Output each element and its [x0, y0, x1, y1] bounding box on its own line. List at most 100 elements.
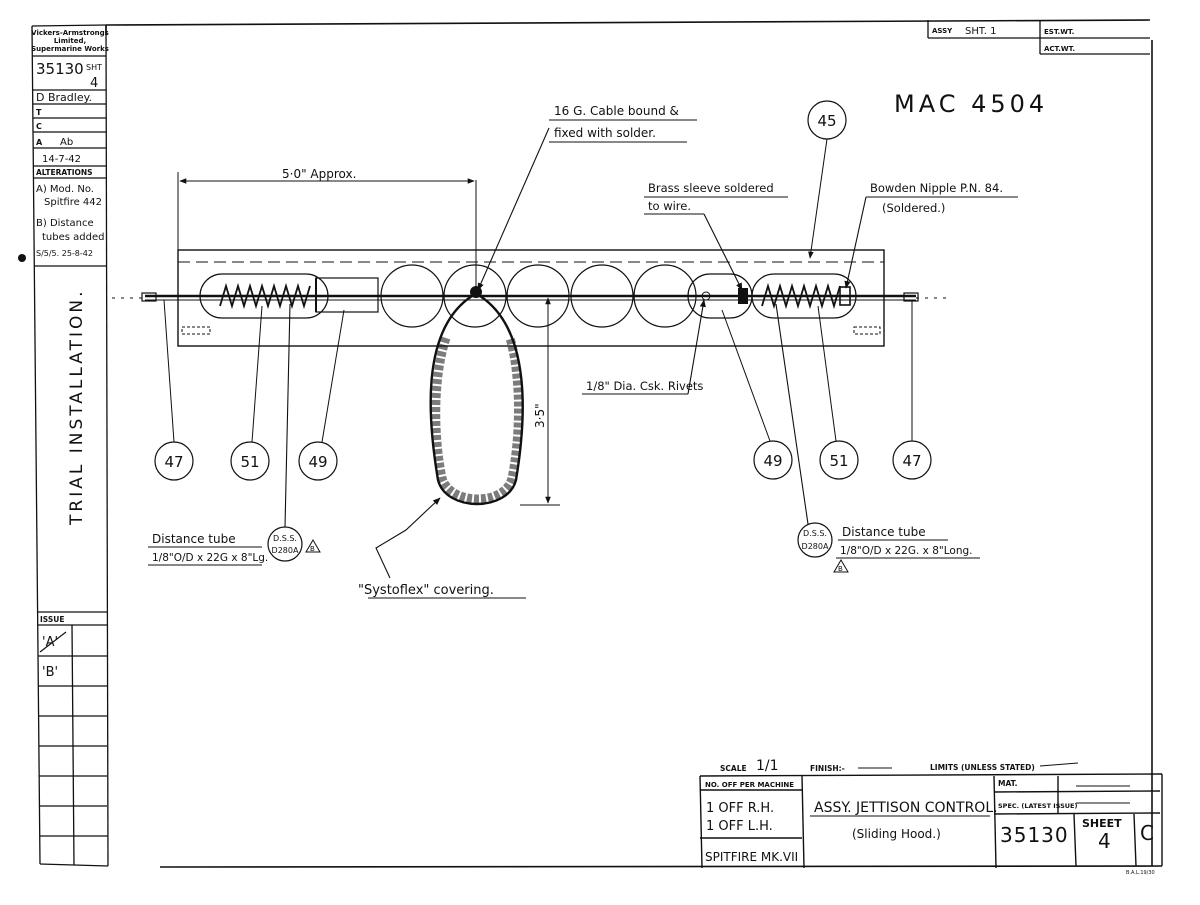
- balloon-47-right-label: 47: [902, 452, 921, 470]
- brass-sleeve: [738, 288, 748, 304]
- rivet-note: 1/8" Dia. Csk. Rivets: [586, 379, 703, 393]
- limits-label: LIMITS (UNLESS STATED): [930, 763, 1035, 772]
- assy-sheet: SHT. 1: [965, 26, 997, 37]
- cable-note-line-2: fixed with solder.: [554, 126, 656, 140]
- alteration-a-line-2: Spitfire 442: [44, 197, 102, 208]
- balloon-51-right: [819, 440, 859, 480]
- dss-left-line-2: D280A: [272, 546, 299, 555]
- print-reference: B.A.L.19/30: [1126, 870, 1155, 876]
- brass-leader: [703, 213, 743, 291]
- assy-label: ASSY: [932, 27, 953, 35]
- firm-line-2: Limited,: [54, 37, 86, 45]
- alteration-a-line-1: A) Mod. No.: [36, 184, 94, 195]
- aircraft-type: SPITFIRE MK.VII: [705, 850, 798, 864]
- bowden-note-line-1: Bowden Nipple P.N. 84.: [870, 181, 1003, 195]
- rivet-right: [853, 326, 881, 335]
- alterations-label: ALTERATIONS: [36, 168, 93, 177]
- drawing-frame: [105, 19, 1163, 868]
- approver-initials: Ab: [60, 137, 73, 148]
- drawing-number: 35130: [1000, 823, 1069, 847]
- rev-mark-right: B: [838, 565, 843, 573]
- dimensions: 5·0" Approx. 3·5": [179, 167, 560, 506]
- tube-left-leader: [284, 303, 291, 528]
- sheet-number: 4: [1098, 829, 1111, 853]
- tube-left-line-2: 1/8"O/D x 22G x 8"Lg.: [152, 552, 268, 564]
- trial-installation-label: TRIAL INSTALLATION.: [67, 289, 87, 526]
- rivet-left: [181, 326, 211, 335]
- balloon-47-left-label: 47: [164, 453, 183, 471]
- checker-label: C: [36, 122, 42, 131]
- balloon-51-left: [230, 441, 270, 481]
- off-rh: 1 OFF R.H.: [706, 801, 774, 816]
- issue-a: 'A': [42, 635, 58, 650]
- tube-left-line-1: Distance tube: [152, 532, 236, 546]
- balloon-51-left-label: 51: [240, 453, 259, 471]
- bowden-note-line-2: (Soldered.): [882, 201, 945, 215]
- material-label: MAT.: [998, 779, 1018, 788]
- cable-note-line-1: 16 G. Cable bound &: [554, 104, 679, 118]
- bowden-leader: [844, 196, 867, 289]
- drawn-by: D Bradley.: [36, 91, 92, 104]
- dss-right-line-2: D280A: [802, 542, 829, 551]
- wire-end-left: [141, 292, 157, 302]
- rev-mark-left: B: [310, 545, 315, 553]
- tube-right-leader: [775, 303, 809, 525]
- issue-label: ISSUE: [40, 615, 64, 624]
- systoflex-note: "Systoflex" covering.: [358, 583, 494, 598]
- balloon-51-right-label: 51: [829, 452, 848, 470]
- dss-badge-left: [267, 526, 303, 562]
- assembly-view: [112, 172, 950, 506]
- tracer-label: T: [36, 108, 42, 117]
- cable-loop: [429, 294, 524, 506]
- drawing-title: ASSY. JETTISON CONTROL.: [814, 800, 998, 816]
- firm-line-1: Vickers-Armstrongs: [31, 29, 109, 37]
- drawing-size: C: [1140, 821, 1154, 845]
- act-weight-label: ACT.WT.: [1044, 45, 1075, 53]
- sheet-label: SHEET: [1082, 817, 1122, 830]
- callout-notes: 16 G. Cable bound & fixed with solder. B…: [148, 104, 1018, 599]
- cable-leader: [477, 127, 550, 291]
- systoflex-leader: [375, 497, 441, 579]
- length-dimension: 5·0" Approx.: [282, 167, 356, 181]
- rivet-leader: [687, 299, 706, 395]
- est-weight-label: EST.WT.: [1044, 28, 1074, 36]
- alteration-b-line-3: S/5/5. 25-8-42: [36, 249, 93, 258]
- dss-right-line-1: D.S.S.: [803, 529, 827, 538]
- alteration-b-line-1: B) Distance: [36, 218, 94, 229]
- spec-label: SPEC. (LATEST ISSUE): [998, 802, 1077, 810]
- balloon-49-right: [753, 440, 793, 480]
- spring-left: [219, 282, 311, 310]
- channel-plate: [177, 249, 885, 347]
- balloon-49-left: [298, 441, 338, 481]
- drawing-subtitle: (Sliding Hood.): [852, 827, 941, 841]
- dss-left-line-1: D.S.S.: [273, 534, 297, 543]
- systoflex-covering: [431, 336, 523, 504]
- title-block: SCALE 1/1 FINISH:- LIMITS (UNLESS STATED…: [699, 758, 1163, 876]
- brass-note-line-1: Brass sleeve soldered: [648, 181, 774, 195]
- revision-strip: [31, 24, 109, 867]
- drawing-date: 14-7-42: [42, 154, 81, 165]
- wire-end-right: [903, 292, 919, 302]
- drawing-number-small: 35130: [36, 60, 84, 78]
- spring-right: [761, 282, 841, 310]
- scale-label: SCALE: [720, 764, 747, 773]
- item-balloons: 45 47 51 49 49 51 47: [154, 100, 932, 481]
- tube-right-line-1: Distance tube: [842, 525, 926, 539]
- approver-label: A: [36, 138, 43, 147]
- revision-strip-text: Vickers-Armstrongs Limited, Supermarine …: [18, 29, 109, 680]
- off-lh: 1 OFF L.H.: [706, 819, 773, 834]
- brass-note-line-2: to wire.: [648, 199, 691, 213]
- weight-block: ASSY SHT. 1 EST.WT. ACT.WT.: [927, 20, 1150, 55]
- alteration-b-line-2: tubes added: [42, 232, 104, 243]
- balloon-49-left-label: 49: [308, 453, 327, 471]
- balloon-49-right-label: 49: [763, 452, 782, 470]
- loop-dimension: 3·5": [533, 403, 547, 428]
- dss-badge-right: [797, 522, 833, 558]
- sheet-number-small: 4: [90, 76, 98, 91]
- off-per-machine-label: NO. OFF PER MACHINE: [705, 781, 794, 789]
- mac-number: MAC 4504: [894, 90, 1048, 118]
- ink-blot: [18, 254, 26, 262]
- sheet-abbrev: SHT: [86, 63, 102, 72]
- firm-line-3: Supermarine Works: [31, 45, 109, 53]
- tube-right-line-2: 1/8"O/D x 22G. x 8"Long.: [840, 545, 973, 557]
